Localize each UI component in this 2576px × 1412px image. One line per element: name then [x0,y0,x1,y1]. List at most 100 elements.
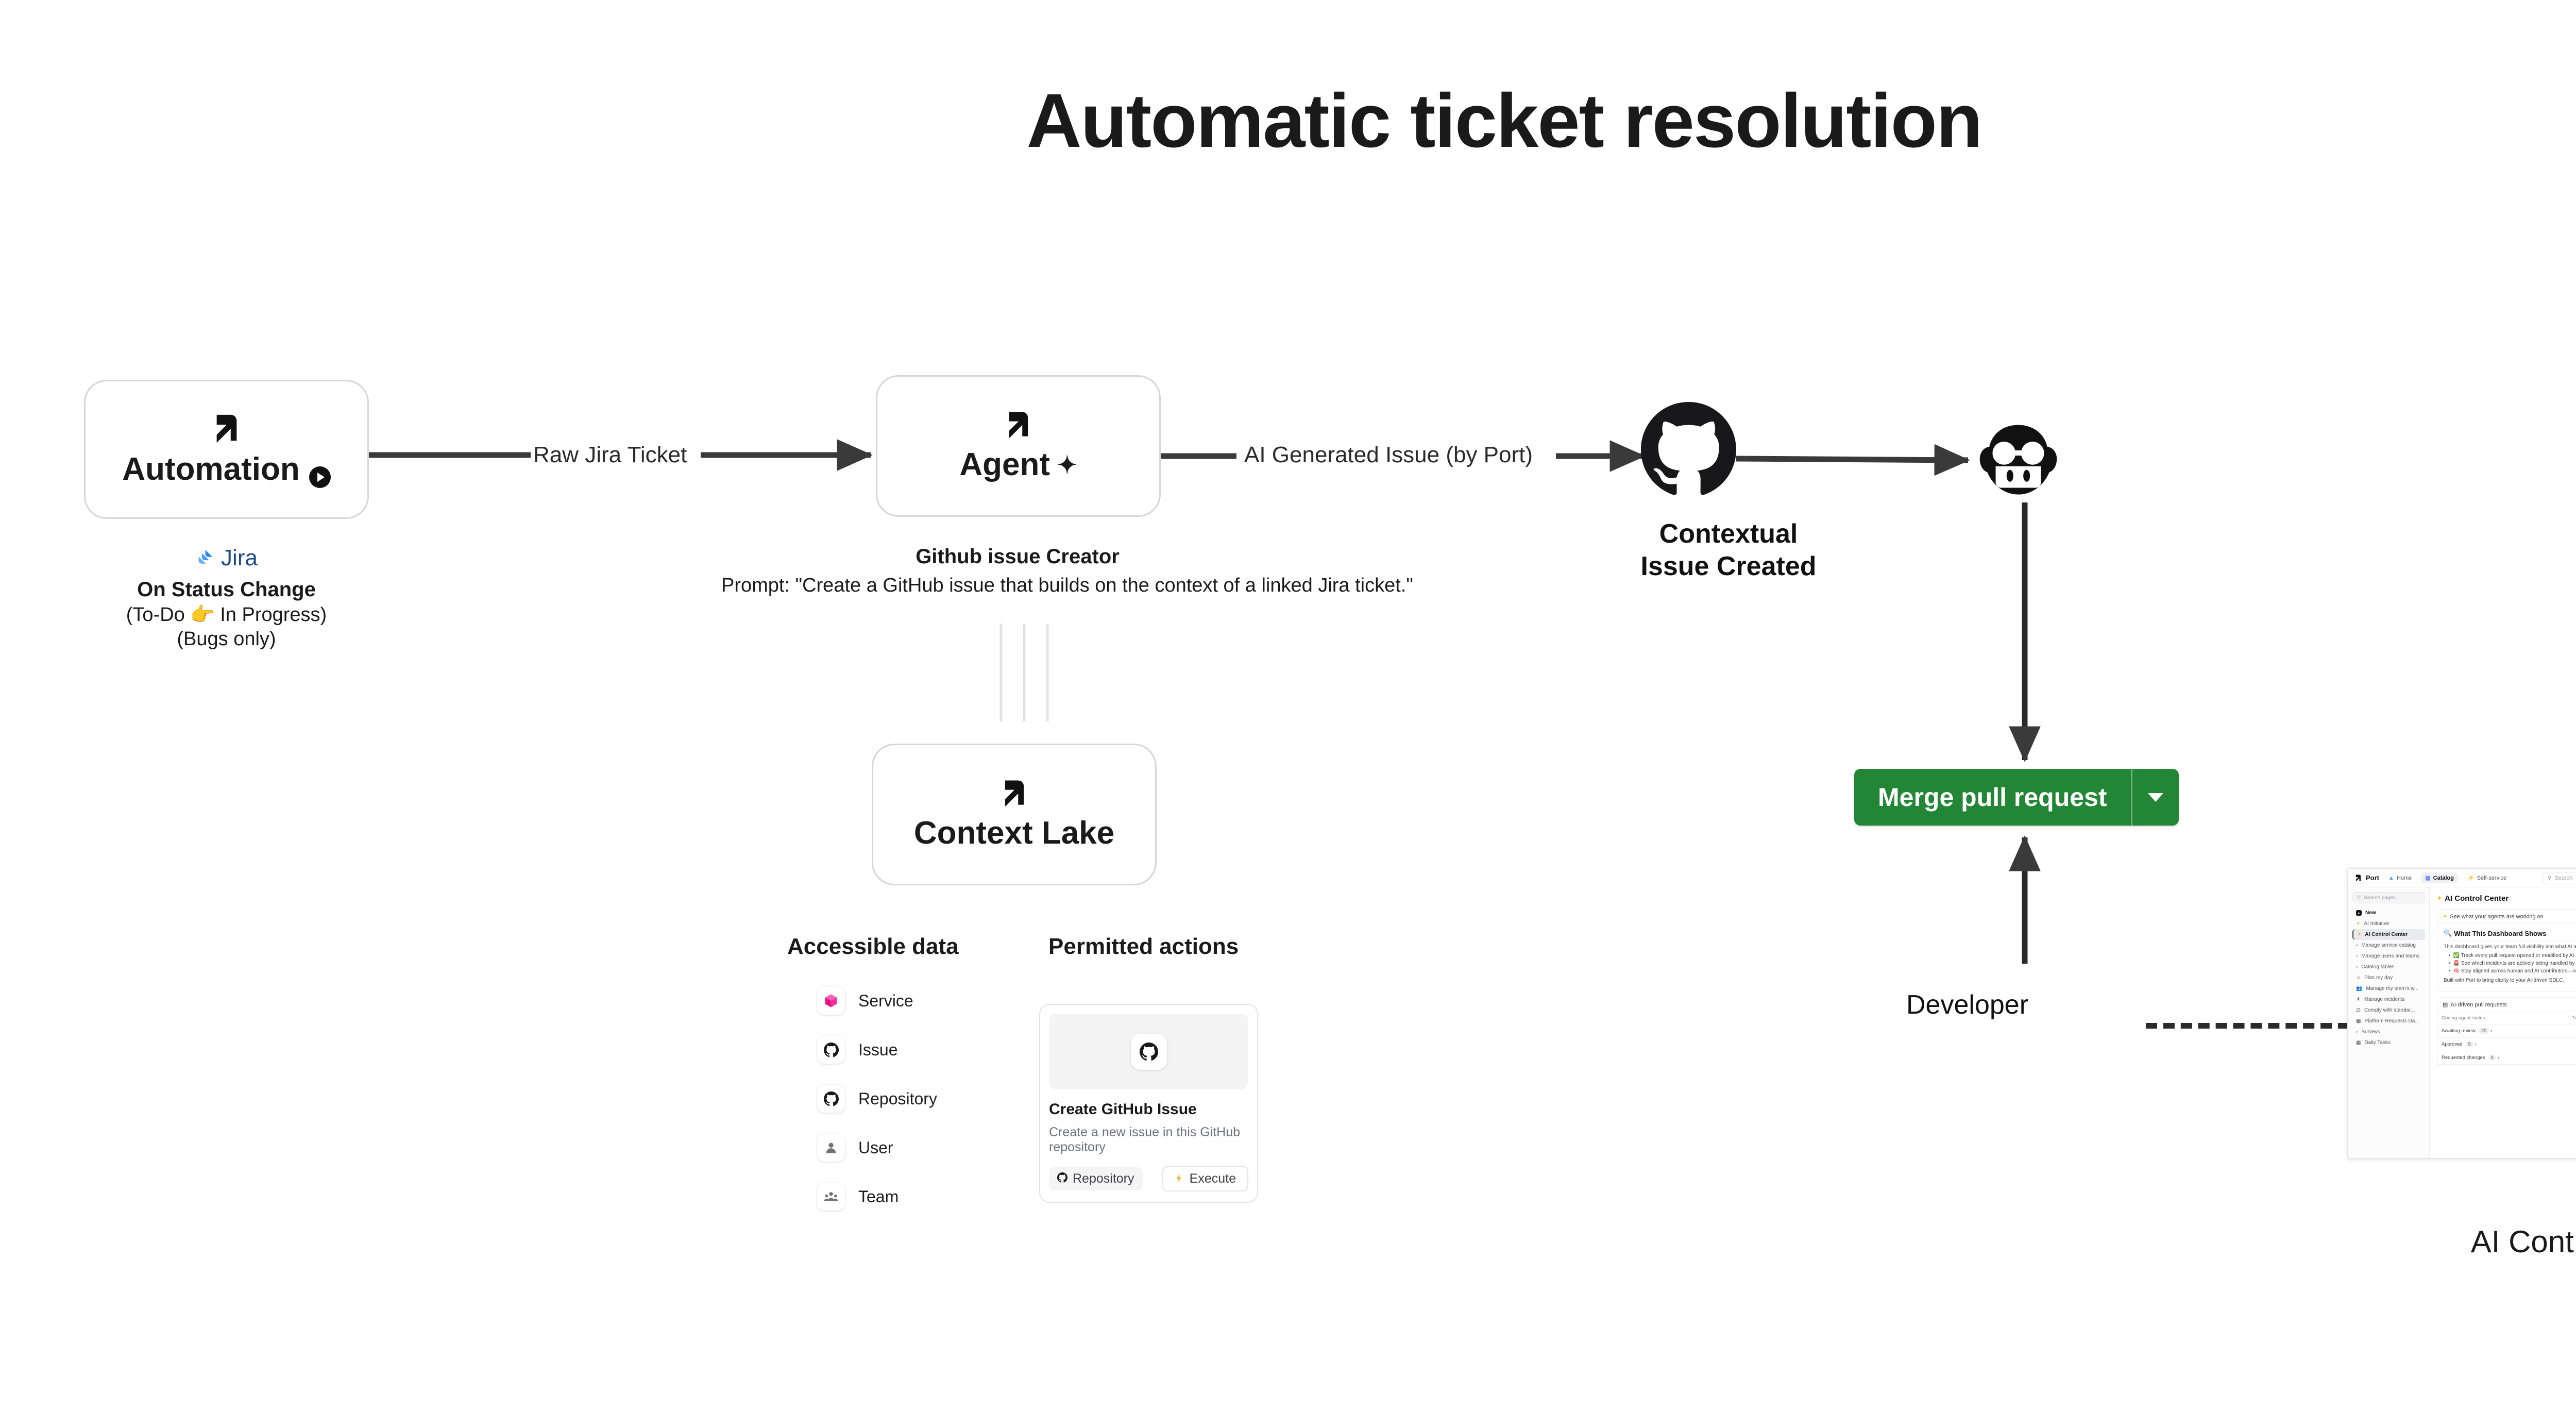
status-count: 5 [2465,1041,2473,1047]
port-logo-icon [1004,409,1033,439]
user-icon [817,1134,845,1162]
node-agent[interactable]: Agent ✦ [876,375,1161,517]
cube-icon [817,987,845,1015]
status-count: 4 [2488,1055,2496,1061]
sidebar-item-label: Manage users and teams [2361,953,2420,959]
sidebar-item-surveys[interactable]: › Surveys [2352,1027,2425,1037]
github-issue-created-caption: Contextual Issue Created [1540,518,1917,583]
lightning-icon [1175,1171,1184,1186]
sparkle-icon: ✦ [2356,921,2361,927]
node-context-lake[interactable]: Context Lake [872,744,1157,885]
sidebar-item-manage-service-catalog[interactable]: › Manage service catalog [2352,940,2425,951]
permitted-actions-heading: Permitted actions [1048,934,1239,959]
search-icon: 🔍 [2444,929,2452,937]
node-automation[interactable]: Automation [84,380,369,519]
list-item[interactable]: Repository [817,1085,937,1113]
table-header-row: Coding agent status Title Pull Request U… [2437,1012,2576,1024]
list-item-label: Issue [858,1040,898,1059]
sidebar-item-daily-tasks[interactable]: ▦ Daily Tasks [2352,1037,2425,1048]
nav-catalog[interactable]: ▦ Catalog [2421,872,2458,883]
agent-prompt: Prompt: "Create a GitHub issue that buil… [721,575,1413,596]
search-input[interactable]: ⚲ Search ⌘ K [2543,871,2576,884]
contextual-line-1: Contextual [1659,519,1798,549]
github-copilot-icon[interactable] [1971,415,2066,508]
bullet-text: 🧠 Stay aligned across human and AI contr… [2453,968,2576,974]
sidebar-item-manage-users-and-teams[interactable]: › Manage users and teams [2352,951,2425,962]
sparkle-icon: ✦ [2443,914,2448,920]
list-item[interactable]: Team [817,1183,937,1211]
bullet-text: ✅ Track every pull request opened or mod… [2453,953,2576,959]
port-brand[interactable]: Port [2354,874,2379,882]
developer-dashed-connector [2146,1023,2349,1029]
dashboard-banner: ✦ See what your agents are working on [2437,910,2576,924]
dashboard-heading: 🔍 What This Dashboard Shows [2444,929,2576,937]
automation-trigger: On Status Change [137,578,316,601]
ai-control-center-label: AI Control Center [2470,1224,2576,1259]
sidebar-item-label: AI Initiative [2364,921,2389,927]
team-icon: 👥 [2356,986,2363,991]
sidebar-item-label: Surveys [2361,1029,2380,1035]
list-item[interactable]: Issue [817,1036,937,1064]
nav-self-service[interactable]: ⚡ Self-service [2463,872,2511,883]
sidebar-item-manage-incidents[interactable]: ☀ Manage incidents [2352,994,2425,1005]
sidebar-item-plan-my-day[interactable]: ☼ Plan my day [2352,972,2425,983]
list-item[interactable]: Service [817,987,937,1015]
sidebar-item-catalog-tables[interactable]: › Catalog tables [2352,962,2425,972]
ai-control-center-screenshot[interactable]: Port ▲ Home ▦ Catalog ⚡ Self-service ⚲ S… [2347,868,2576,1159]
sparkle-icon: ✦ [2437,895,2443,902]
sidebar-search-placeholder: Search pages [2364,895,2396,901]
sidebar-item-platform-requests-dashboard[interactable]: ▦ Platform Requests Da... [2352,1016,2425,1027]
sidebar-item-label: Platform Requests Da... [2364,1018,2419,1024]
incident-icon: ☀ [2356,997,2361,1002]
sparkle-icon: ✦ [2357,932,2362,937]
app-page-title: ✦ AI Control Center [2437,894,2509,903]
status-label: Requested changes [2442,1055,2485,1061]
merge-pull-request-button[interactable]: Merge pull request [1854,769,2179,826]
status-count: 20 [2478,1028,2489,1034]
sidebar-item-label: Manage incidents [2364,997,2405,1002]
dashboard-icon: ▦ [2356,1040,2361,1046]
catalog-icon: ▦ [2425,875,2431,881]
edge-label-raw-jira-ticket: Raw Jira Ticket [533,442,687,467]
automation-caption: Jira On Status Change (To-Do 👉 In Progre… [84,545,369,650]
nav-home[interactable]: ▲ Home [2384,873,2416,883]
port-logo-icon [999,778,1029,808]
action-card-repository-tag: Repository [1049,1167,1143,1190]
cell-title [2567,1037,2576,1051]
pull-requests-title: ▤ AI-driven pull requests [2437,998,2576,1012]
github-mark-icon [817,1085,845,1113]
sidebar-item-manage-my-teams-work[interactable]: 👥 Manage my team's w... [2352,983,2425,994]
col-coding-agent-status[interactable]: Coding agent status [2437,1012,2568,1024]
merge-pull-request-label[interactable]: Merge pull request [1878,783,2107,812]
execute-button[interactable]: Execute [1162,1166,1248,1191]
app-topbar: Port ▲ Home ▦ Catalog ⚡ Self-service ⚲ S… [2348,869,2576,887]
play-icon[interactable] [309,466,331,488]
sparkle-icon: ✦ [1057,451,1077,478]
chevron-right-icon: › [2356,953,2358,959]
sidebar-item-new[interactable]: + New [2352,907,2425,918]
contextual-line-2: Issue Created [1640,551,1817,582]
sidebar-item-label: Daily Tasks [2364,1040,2391,1046]
table-icon: ▤ [2443,1002,2448,1008]
github-mark-icon[interactable] [1641,402,1736,500]
node-context-lake-title: Context Lake [913,815,1115,851]
sidebar-item-ai-initiative[interactable]: ✦ AI Initiative [2352,918,2425,929]
sidebar-item-ai-control-center[interactable]: ✦ AI Control Center [2352,929,2425,940]
github-mark-icon [1057,1171,1067,1186]
chevron-down-icon[interactable] [2132,769,2179,826]
action-card-create-github-issue[interactable]: Create GitHub Issue Create a new issue i… [1039,1004,1258,1203]
sidebar-search-input[interactable]: ⚲ Search pages [2352,892,2425,903]
list-item: 🧠 Stay aligned across human and AI contr… [2449,968,2576,974]
bullet-text: 🚨 See which incidents are actively being… [2453,961,2576,966]
col-title[interactable]: Title [2567,1012,2576,1024]
plan-icon: ☼ [2356,975,2361,981]
automation-transition: (To-Do 👉 In Progress) [126,604,327,626]
list-item[interactable]: User [817,1134,937,1162]
team-icon [817,1183,845,1211]
sidebar-item-comply-with-standards[interactable]: ⚖ Comply with standar... [2352,1005,2425,1016]
dashboard-heading-label: What This Dashboard Shows [2454,929,2547,937]
